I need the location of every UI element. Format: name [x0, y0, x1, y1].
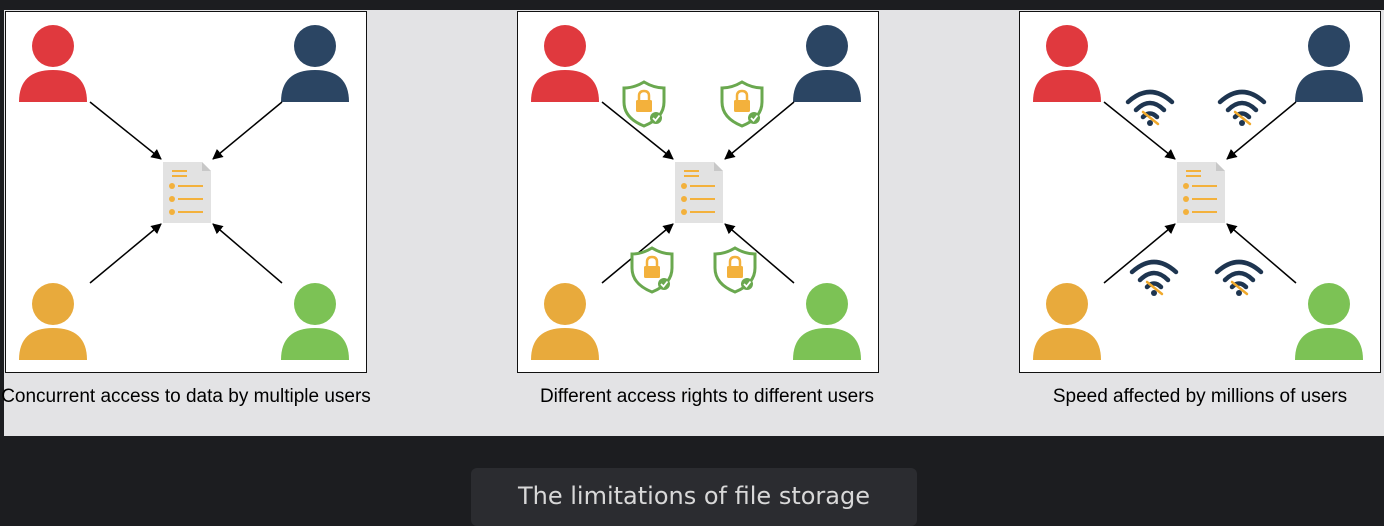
arrow-green-to-document: [1226, 223, 1297, 284]
user-green-icon: [281, 283, 349, 360]
wifi-icon: [1128, 92, 1172, 126]
wifi-icon: [1132, 262, 1176, 296]
user-orange-icon: [1033, 283, 1101, 360]
arrow-green-to-document: [212, 223, 283, 284]
user-green-icon: [793, 283, 861, 360]
panel-access-rights: [517, 11, 879, 373]
user-red-icon: [531, 25, 599, 102]
arrow-navy-to-document: [1226, 101, 1297, 160]
document-icon: [163, 162, 211, 223]
arrow-orange-to-document: [89, 223, 162, 284]
user-navy-icon: [793, 25, 861, 102]
panel-2-drawing: [531, 25, 861, 360]
wifi-icon: [1217, 262, 1261, 296]
arrow-red-to-document: [1103, 101, 1176, 160]
panel-3-drawing: [1033, 25, 1363, 360]
user-red-icon: [1033, 25, 1101, 102]
wifi-icon: [1220, 92, 1264, 126]
panel-1-drawing: [19, 25, 349, 360]
shield-lock-icon: [622, 80, 666, 128]
user-green-icon: [1295, 283, 1363, 360]
arrow-navy-to-document: [212, 101, 283, 160]
caption-access-rights: Different access rights to different use…: [539, 386, 875, 407]
document-icon: [1177, 162, 1225, 223]
shield-lock-icon: [713, 246, 757, 294]
arrow-red-to-document: [601, 101, 674, 160]
shield-lock-icon: [720, 80, 764, 128]
arrow-red-to-document: [89, 101, 162, 160]
figure-title: The limitations of file storage: [471, 468, 917, 526]
user-navy-icon: [281, 25, 349, 102]
panel-concurrent-access: [5, 11, 367, 373]
user-orange-icon: [19, 283, 87, 360]
shield-lock-icon: [630, 246, 674, 294]
user-navy-icon: [1295, 25, 1363, 102]
arrow-green-to-document: [724, 223, 795, 284]
user-orange-icon: [531, 283, 599, 360]
document-icon: [675, 162, 723, 223]
caption-concurrent-access: Concurrent access to data by multiple us…: [1, 386, 371, 407]
user-red-icon: [19, 25, 87, 102]
panel-speed: [1019, 11, 1381, 373]
arrow-orange-to-document: [1103, 223, 1176, 284]
caption-speed: Speed affected by millions of users: [1052, 386, 1348, 407]
arrow-navy-to-document: [724, 101, 795, 160]
